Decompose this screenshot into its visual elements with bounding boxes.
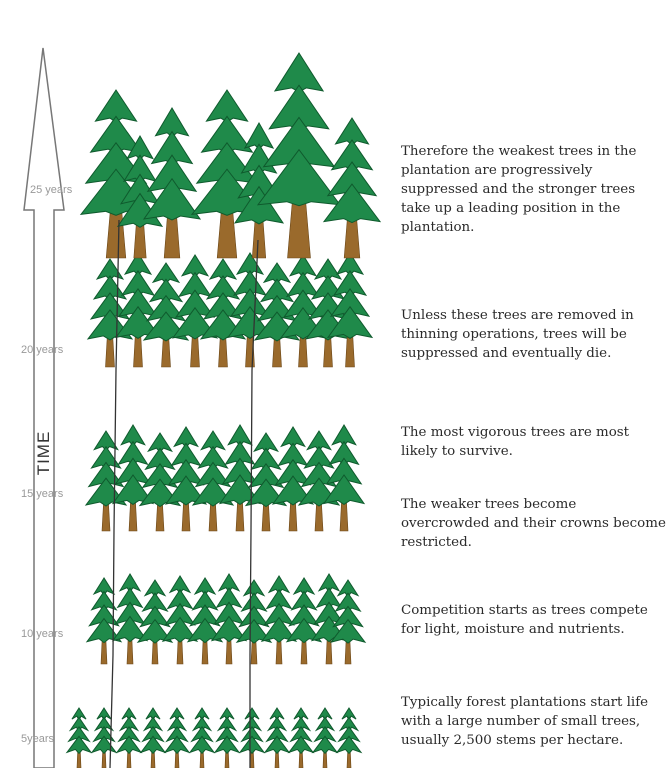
stage-age-label-20: 20 years (21, 344, 64, 356)
stage-description-15-crowded: The weaker trees become overcrowded and … (401, 497, 666, 550)
tree-icon (322, 424, 366, 532)
tree-icon (218, 424, 262, 532)
tree-row-stage-2 (84, 424, 366, 532)
tree-icon (85, 577, 123, 665)
stage-description-25: Therefore the weakest trees in the plant… (401, 144, 637, 235)
tree-icon (210, 573, 248, 665)
stage-description-20: Unless these trees are removed in thinni… (401, 308, 634, 361)
tree-icon (163, 707, 191, 768)
time-arrow (23, 47, 65, 768)
tracking-line-left (109, 219, 120, 768)
time-axis-label: TIME (34, 431, 53, 476)
tree-icon (263, 707, 291, 768)
tree-rows (65, 52, 382, 768)
tree-icon (111, 573, 149, 665)
tree-icon (116, 134, 164, 259)
stage-age-label-15: 15 years (21, 488, 64, 500)
tree-icon (190, 89, 264, 259)
tree-icon (287, 707, 315, 768)
tree-icon (213, 707, 241, 768)
tree-icon (142, 262, 190, 368)
tree-icon (188, 707, 216, 768)
tree-icon (335, 707, 363, 768)
tree-row-stage-4 (65, 707, 363, 768)
tree-icon (139, 707, 167, 768)
tracking-line-right (249, 239, 259, 768)
tree-row-stage-0 (79, 52, 382, 259)
stage-description-15-vigorous: The most vigorous trees are most likely … (401, 425, 630, 459)
tree-icon (238, 707, 266, 768)
tree-row-stage-3 (85, 573, 367, 665)
tree-icon (235, 579, 273, 665)
tree-icon (271, 426, 315, 532)
tree-icon (199, 258, 247, 368)
stage-age-label-10: 10 years (21, 628, 64, 640)
stage-description-5: Typically forest plantations start life … (401, 695, 649, 748)
tree-icon (111, 424, 155, 532)
tree-icon (326, 252, 374, 368)
stage-age-label-5: 5years (21, 733, 55, 745)
tree-icon (142, 107, 202, 259)
tree-row-stage-1 (86, 252, 374, 368)
stage-age-label-25: 25 years (30, 184, 73, 196)
tree-icon (260, 575, 298, 665)
tree-icon (86, 258, 134, 368)
stage-description-10: Competition starts as trees compete for … (401, 603, 648, 637)
tree-icon (311, 707, 339, 768)
tree-icon (90, 707, 118, 768)
tree-icon (115, 707, 143, 768)
tracking-lines (109, 219, 259, 768)
tree-icon (191, 430, 235, 532)
tree-icon (322, 117, 382, 259)
tree-icon (186, 577, 224, 665)
tree-icon (164, 426, 208, 532)
tree-icon (136, 579, 174, 665)
tree-icon (285, 577, 323, 665)
tree-icon (65, 707, 93, 768)
tree-icon (329, 579, 367, 665)
tree-icon (138, 432, 182, 532)
tree-icon (171, 254, 219, 368)
tree-icon (161, 575, 199, 665)
tree-icon (256, 52, 342, 259)
